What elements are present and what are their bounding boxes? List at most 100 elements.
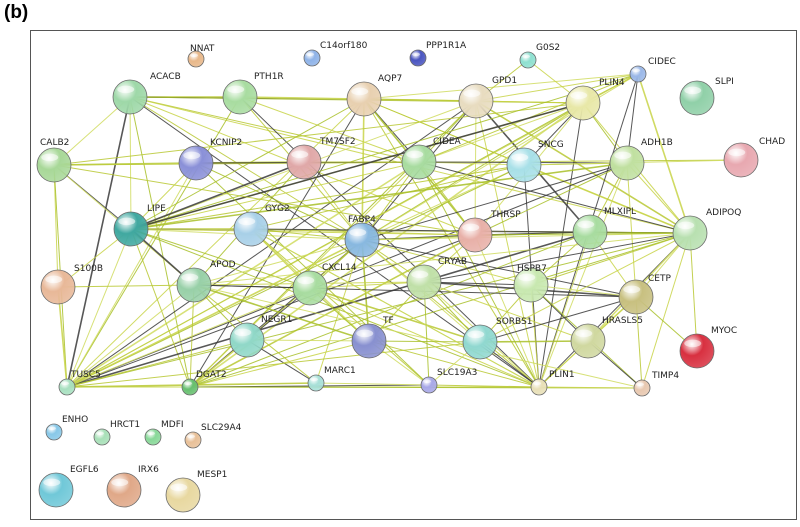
node-timp4[interactable]: TIMP4 — [633, 371, 679, 397]
node-label: SLPI — [715, 77, 734, 87]
node-marc1[interactable]: MARC1 — [307, 366, 356, 392]
node-slc19a3[interactable]: SLC19A3 — [420, 368, 477, 394]
node-circle[interactable] — [344, 222, 380, 258]
edge-lipe-plin4 — [130, 102, 584, 230]
node-myoc[interactable]: MYOC — [679, 326, 737, 369]
node-slpi[interactable]: SLPI — [679, 77, 734, 116]
node-circle[interactable] — [222, 79, 258, 115]
node-circle[interactable] — [176, 267, 212, 303]
node-enho[interactable]: ENHO — [45, 415, 88, 441]
node-hrct1[interactable]: HRCT1 — [93, 420, 140, 446]
node-shine — [533, 381, 541, 386]
node-slc29a4[interactable]: SLC29A4 — [184, 423, 242, 449]
node-circle[interactable] — [420, 376, 438, 394]
node-acacb[interactable]: ACACB — [112, 72, 181, 115]
node-circle[interactable] — [565, 85, 601, 121]
node-lipe[interactable]: LIPE — [113, 204, 166, 247]
node-circle[interactable] — [519, 51, 537, 69]
node-circle[interactable] — [570, 323, 606, 359]
node-circle[interactable] — [457, 217, 493, 253]
node-negr1[interactable]: NEGR1 — [229, 315, 292, 358]
node-kcnip2[interactable]: KCNIP2 — [178, 138, 242, 181]
node-circle[interactable] — [618, 279, 654, 315]
node-ppp1r1a[interactable]: PPP1R1A — [409, 41, 467, 67]
node-aqp7[interactable]: AQP7 — [346, 74, 402, 117]
node-mdfi[interactable]: MDFI — [144, 420, 184, 446]
node-circle[interactable] — [36, 147, 72, 183]
node-circle[interactable] — [679, 80, 715, 116]
node-circle[interactable] — [45, 423, 63, 441]
node-circle[interactable] — [679, 333, 715, 369]
node-circle[interactable] — [633, 379, 651, 397]
node-circle[interactable] — [462, 324, 498, 360]
node-circle[interactable] — [181, 378, 199, 396]
node-circle[interactable] — [292, 270, 328, 306]
node-circle[interactable] — [351, 323, 387, 359]
node-mlxipl[interactable]: MLXIPL — [572, 207, 636, 250]
node-gpd1[interactable]: GPD1 — [458, 76, 517, 119]
node-circle[interactable] — [401, 144, 437, 180]
node-pth1r[interactable]: PTH1R — [222, 72, 284, 115]
node-circle[interactable] — [93, 428, 111, 446]
node-circle[interactable] — [286, 144, 322, 180]
node-circle[interactable] — [40, 269, 76, 305]
node-egfl6[interactable]: EGFL6 — [38, 465, 99, 508]
node-thrsp[interactable]: THRSP — [457, 210, 521, 253]
node-nnat[interactable]: NNAT — [187, 44, 215, 68]
node-tm7sf2[interactable]: TM7SF2 — [286, 137, 356, 180]
node-circle[interactable] — [609, 145, 645, 181]
node-fabp4[interactable]: FABP4 — [344, 215, 380, 258]
node-circle[interactable] — [458, 83, 494, 119]
node-gyg2[interactable]: GYG2 — [233, 204, 290, 247]
node-adh1b[interactable]: ADH1B — [609, 138, 673, 181]
node-circle[interactable] — [409, 49, 427, 67]
node-circle[interactable] — [113, 211, 149, 247]
node-circle[interactable] — [530, 378, 548, 396]
edge-negr1-tusc5 — [66, 339, 248, 388]
node-circle[interactable] — [307, 374, 325, 392]
node-apod[interactable]: APOD — [176, 260, 236, 303]
node-circle[interactable] — [58, 378, 76, 396]
node-calb2[interactable]: CALB2 — [36, 138, 72, 183]
node-circle[interactable] — [629, 65, 647, 83]
node-circle[interactable] — [229, 322, 265, 358]
node-sncg[interactable]: SNCG — [506, 140, 564, 183]
node-shine — [684, 339, 702, 348]
node-tf[interactable]: TF — [351, 316, 394, 359]
node-circle[interactable] — [106, 472, 142, 508]
node-circle[interactable] — [406, 264, 442, 300]
node-circle[interactable] — [233, 211, 269, 247]
node-dgat2[interactable]: DGAT2 — [181, 370, 227, 396]
node-cidec[interactable]: CIDEC — [629, 57, 676, 83]
node-cidea[interactable]: CIDEA — [401, 137, 462, 180]
node-circle[interactable] — [723, 142, 759, 178]
node-sorbs1[interactable]: SORBS1 — [462, 317, 533, 360]
node-irx6[interactable]: IRX6 — [106, 465, 159, 508]
node-adipoq[interactable]: ADIPOQ — [672, 208, 741, 251]
node-hspb7[interactable]: HSPB7 — [513, 264, 549, 303]
node-circle[interactable] — [184, 431, 202, 449]
node-circle[interactable] — [144, 428, 162, 446]
node-shine — [423, 379, 431, 384]
node-circle[interactable] — [178, 145, 214, 181]
node-cryab[interactable]: CRYAB — [406, 257, 467, 300]
node-circle[interactable] — [572, 214, 608, 250]
node-circle[interactable] — [165, 477, 201, 513]
node-g0s2[interactable]: G0S2 — [519, 43, 560, 69]
node-circle[interactable] — [346, 81, 382, 117]
node-circle[interactable] — [303, 49, 321, 67]
node-mesp1[interactable]: MESP1 — [165, 470, 227, 513]
node-c14orf180[interactable]: C14orf180 — [303, 41, 368, 67]
node-cetp[interactable]: CETP — [618, 274, 671, 315]
node-tusc5[interactable]: TUSC5 — [58, 370, 101, 396]
node-s100b[interactable]: S100B — [40, 264, 103, 305]
node-plin4[interactable]: PLIN4 — [565, 78, 625, 121]
node-hrasls5[interactable]: HRASLS5 — [570, 316, 643, 359]
node-circle[interactable] — [112, 79, 148, 115]
node-circle[interactable] — [38, 472, 74, 508]
node-circle[interactable] — [506, 147, 542, 183]
node-chad[interactable]: CHAD — [723, 137, 785, 178]
node-circle[interactable] — [672, 215, 708, 251]
node-cxcl14[interactable]: CXCL14 — [292, 263, 357, 306]
node-plin1[interactable]: PLIN1 — [530, 370, 575, 396]
